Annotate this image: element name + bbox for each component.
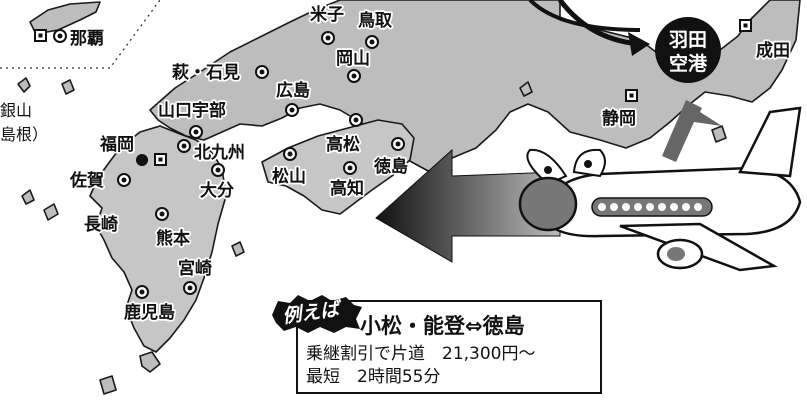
plane-windows xyxy=(598,203,702,211)
island-i xyxy=(711,125,727,143)
label-shizuoka: 静岡 xyxy=(602,108,636,129)
island-h xyxy=(519,81,533,97)
inset-border xyxy=(0,0,161,69)
arrow-north-a-head xyxy=(628,32,650,56)
label-naha: 那覇 xyxy=(70,29,104,49)
plane-engine-front xyxy=(518,176,578,232)
island-a xyxy=(17,77,31,93)
island-b xyxy=(61,79,75,95)
label-tottori: 鳥取 xyxy=(358,10,392,31)
arrow-to-plane xyxy=(662,100,722,162)
plane-pupil-left xyxy=(544,166,552,174)
duration-line: 最短 2時間55分 xyxy=(306,367,441,387)
airplane-illustration xyxy=(518,106,802,272)
fare-line: 乗継割引で片道 21,300円〜 xyxy=(306,344,536,364)
label-oita: 大分 xyxy=(200,180,234,201)
plane-engine-inner xyxy=(667,247,685,261)
label-narita: 成田 xyxy=(756,40,790,61)
airport-square-dots xyxy=(38,23,748,162)
island-c xyxy=(43,203,59,221)
label-tokushima: 徳島 xyxy=(373,156,408,177)
label-kumamoto: 熊本 xyxy=(156,228,190,249)
label-saga: 佐賀 xyxy=(69,170,104,191)
fukuoka-dot xyxy=(136,154,148,166)
island-f xyxy=(139,351,161,373)
island-e xyxy=(231,241,245,257)
haneda-hub-circle xyxy=(655,17,721,83)
label-hiroshima: 広島 xyxy=(276,80,310,101)
label-fukuoka: 福岡 xyxy=(99,134,134,155)
label-iwami-ginzan: 銀山 xyxy=(0,101,32,120)
hub-label-line2: 空港 xyxy=(669,52,708,75)
example-badge xyxy=(272,295,362,333)
badge-shape xyxy=(272,295,362,333)
label-kagoshima: 鹿児島 xyxy=(124,302,175,323)
island-g xyxy=(99,375,117,395)
shikoku-landmass xyxy=(261,119,415,215)
city-marker-dots xyxy=(57,33,401,295)
label-yonago: 米子 xyxy=(310,4,344,25)
label-shimane: 島根） xyxy=(0,125,48,144)
hub-label-line1: 羽田 xyxy=(669,29,707,51)
plane-tail xyxy=(738,106,802,178)
label-nagasaki: 長崎 xyxy=(84,214,118,235)
label-hagi-iwami: 萩・石見 xyxy=(172,62,240,83)
arrow-north-b xyxy=(528,0,641,32)
plane-pupil-right xyxy=(584,160,592,168)
label-kitakyushu: 北九州 xyxy=(194,143,245,163)
label-okayama: 岡山 xyxy=(336,49,370,69)
label-miyazaki: 宮崎 xyxy=(178,258,212,279)
island-d xyxy=(21,189,35,205)
label-takamatsu: 高松 xyxy=(326,134,360,155)
route-label: 小松・能登⇔徳島 xyxy=(360,314,525,338)
label-yamaguchi-ube: 山口宇部 xyxy=(158,100,226,121)
label-kochi: 高知 xyxy=(330,178,364,199)
label-matsuyama: 松山 xyxy=(272,166,306,187)
